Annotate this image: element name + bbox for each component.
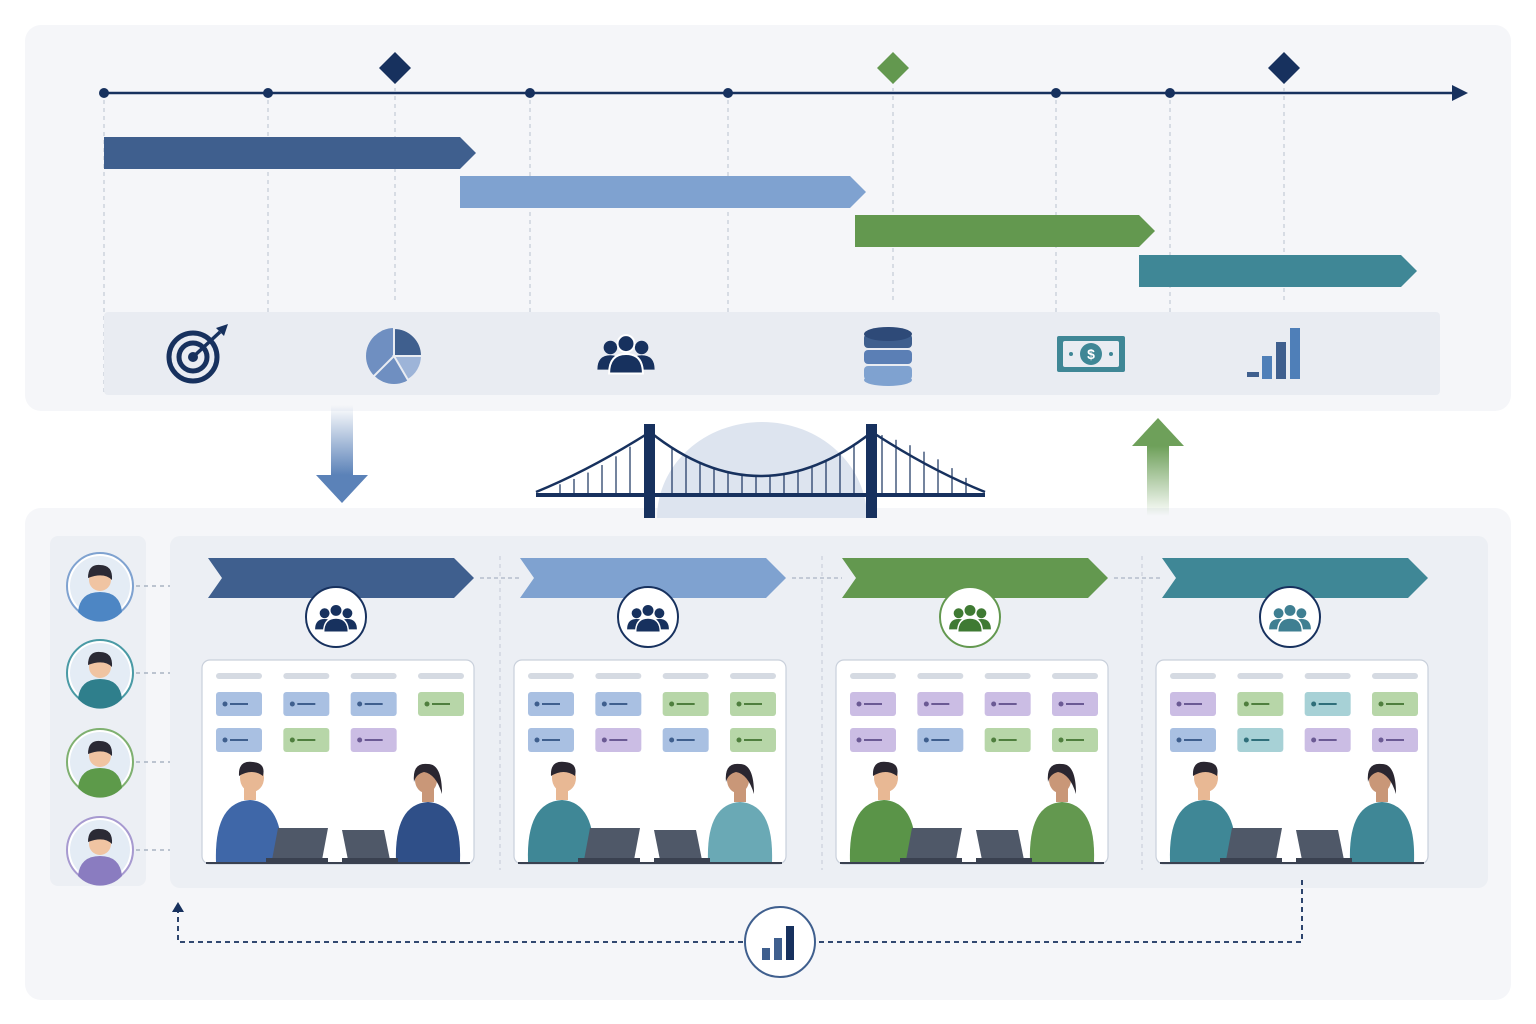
workstream-chevron (842, 558, 1108, 598)
kanban-column-header (917, 673, 964, 679)
team-icon (1269, 603, 1311, 633)
bar-chart-icon (762, 926, 794, 960)
workstream-column (1141, 556, 1429, 870)
avatar-icon[interactable] (66, 816, 134, 886)
kanban-column-header (283, 673, 330, 679)
kanban-column-header (216, 673, 262, 679)
phase-bar (855, 215, 1155, 247)
kanban-column-header (662, 673, 709, 679)
kanban-column-header (1304, 673, 1351, 679)
laptop-icon (1296, 830, 1344, 860)
milestone-diamond-icon (379, 52, 411, 84)
kanban-column-header (1052, 673, 1098, 679)
workstream-column (499, 556, 842, 870)
kanban-column-header (730, 673, 776, 679)
kanban-column-header (350, 673, 397, 679)
arrow-down-icon (316, 405, 368, 503)
category-icon-strip (104, 312, 1440, 395)
database-icon (864, 327, 912, 386)
phase-bar (1139, 255, 1417, 287)
team-roster (50, 536, 146, 886)
timeline-tick (263, 88, 273, 98)
team-meeting-illustration (518, 761, 782, 864)
workstream-column (821, 556, 1162, 870)
laptop-icon (976, 830, 1024, 860)
milestone-diamond-icon (1268, 52, 1300, 84)
kanban-column-header (595, 673, 642, 679)
timeline-tick (1165, 88, 1175, 98)
laptop-icon (906, 828, 962, 860)
timeline-tick (525, 88, 535, 98)
kanban-column-header (850, 673, 896, 679)
kanban-column-header (1237, 673, 1284, 679)
workstream-chevron (1162, 558, 1428, 598)
money-icon: $ (1057, 336, 1125, 372)
kanban-column-header (418, 673, 464, 679)
timeline-phase-bars (104, 137, 1417, 287)
team-icon (315, 603, 357, 633)
laptop-icon (272, 828, 328, 860)
kanban-column-header (984, 673, 1031, 679)
bridge-icon (535, 422, 986, 518)
workstream-chevron (520, 558, 786, 598)
timeline-tick (723, 88, 733, 98)
team-meeting-illustration (206, 761, 470, 864)
workstream-chevron (208, 558, 474, 598)
kanban-column-header (1372, 673, 1418, 679)
team-meeting-illustration (840, 761, 1104, 864)
kanban-column-header (1170, 673, 1216, 679)
avatar-icon[interactable] (66, 728, 134, 798)
laptop-icon (342, 830, 390, 860)
arrow-up-icon (1132, 418, 1184, 516)
avatar-icon[interactable] (66, 552, 134, 622)
avatar-icon[interactable] (66, 639, 134, 709)
timeline-axis (99, 85, 1468, 101)
phase-bar (104, 137, 476, 169)
workstream-column (201, 558, 520, 865)
target-icon (166, 324, 228, 384)
milestone-diamond-icon (877, 52, 909, 84)
timeline-milestones (379, 52, 1300, 84)
laptop-icon (584, 828, 640, 860)
laptop-icon (654, 830, 702, 860)
phase-bar (460, 176, 866, 208)
team-icon (949, 603, 991, 633)
kanban-column-header (528, 673, 574, 679)
feedback-loop (172, 880, 1303, 978)
team-meeting-illustration (1160, 761, 1424, 864)
bar-chart-icon (1247, 328, 1300, 379)
team-icon (597, 334, 655, 375)
timeline-tick (99, 88, 109, 98)
pie-chart-icon (366, 326, 424, 384)
laptop-icon (1226, 828, 1282, 860)
timeline-tick (1051, 88, 1061, 98)
axis-arrowhead-icon (1452, 85, 1468, 101)
svg-text:$: $ (1087, 346, 1095, 362)
team-icon (627, 603, 669, 633)
